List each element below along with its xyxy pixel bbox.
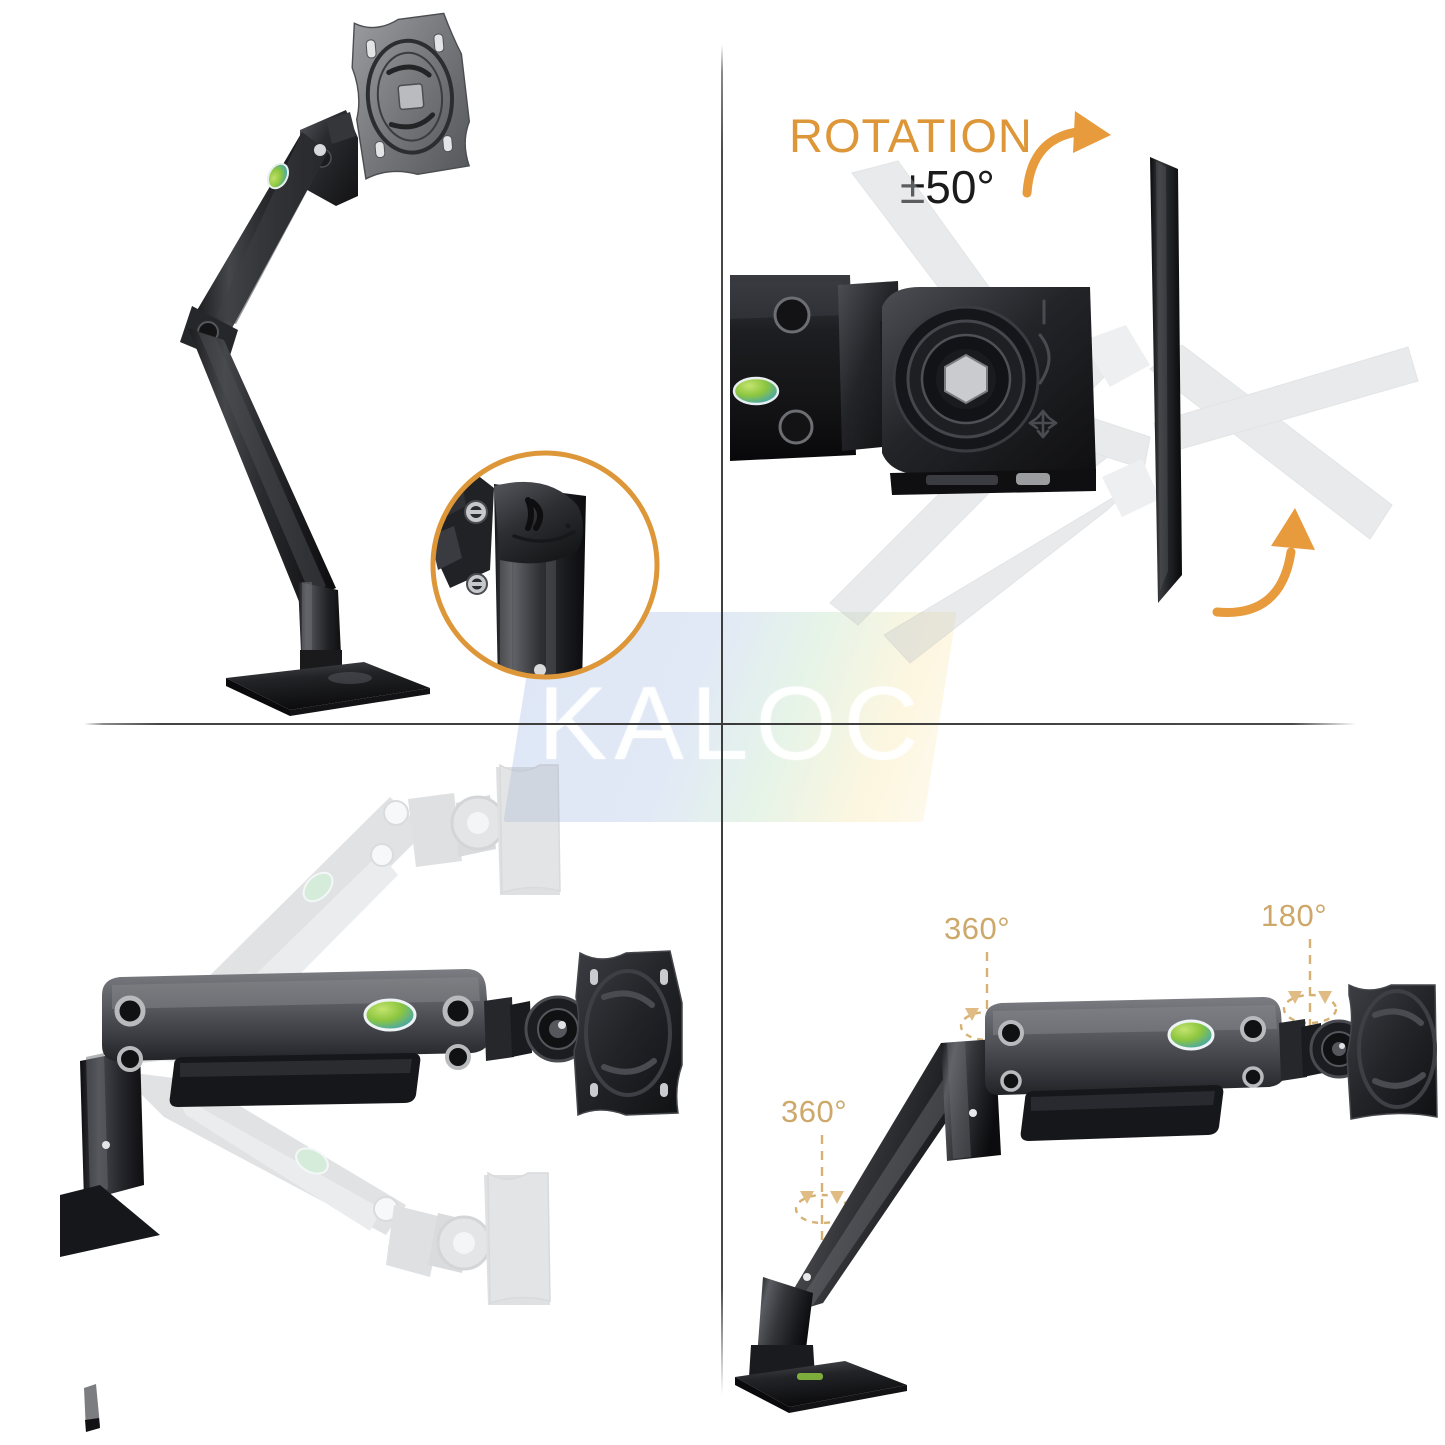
detail-circle-artwork [430, 450, 660, 680]
brand-logo-badge [363, 998, 417, 1032]
brand-logo-badge [732, 376, 780, 406]
desk-clamp-base [735, 1361, 907, 1407]
quadrant-divider-vertical [721, 45, 723, 1395]
base-logo-strip [797, 1373, 823, 1380]
q4-swivel-view [735, 983, 1438, 1413]
detail-contents [433, 453, 657, 677]
support-post [298, 582, 342, 678]
rotation-degrees: ±50° [900, 161, 995, 213]
brand-logo-badge [266, 162, 290, 190]
rotation-joint [882, 287, 1096, 495]
q1-detail-magnifier [428, 448, 663, 683]
q4-artwork [735, 983, 1438, 1413]
q4-monitor-head [1279, 983, 1438, 1120]
gas-spring-arm [188, 328, 336, 604]
callout-elbow-360-label: 360° [944, 911, 1011, 946]
rotation-arrow-top [1015, 105, 1135, 205]
upper-arm-segment [196, 132, 328, 328]
hex-screws [464, 500, 488, 595]
callout-head-180-label: 180° [1261, 898, 1328, 933]
rotation-title: ROTATION [789, 109, 1033, 162]
quadrant-divider-horizontal [84, 723, 1356, 725]
q4-main-horizontal-arm [985, 997, 1285, 1141]
move-arrows-icon [1028, 409, 1058, 439]
vesa-mounting-plate [351, 12, 471, 180]
corner-fragment [78, 1382, 118, 1437]
desk-clamp-base [226, 662, 430, 716]
q3-artwork [60, 763, 683, 1305]
q1-side-view-raised [150, 10, 710, 716]
rotation-arrow-bottom [1195, 500, 1325, 620]
callout-head-180-indicator [1278, 939, 1342, 1051]
q4-post-and-base [735, 1277, 907, 1413]
vesa-mounting-plate [573, 950, 683, 1117]
q1-artwork [180, 12, 471, 716]
q3-height-adjust-view [60, 763, 730, 1325]
q2-artwork [730, 157, 1419, 664]
main-arm-horizontal [60, 950, 683, 1257]
hex-bolt [944, 353, 988, 405]
callout-base-360-label: 360° [781, 1094, 848, 1129]
q4-lower-diagonal-arm [777, 1043, 985, 1317]
monitor-back-panel [1150, 157, 1182, 603]
brand-logo-badge [1167, 1019, 1215, 1051]
ghost-arm-lowered [118, 1071, 551, 1305]
magnifier-ring [430, 450, 660, 680]
q2-rotation-view [730, 155, 1420, 665]
